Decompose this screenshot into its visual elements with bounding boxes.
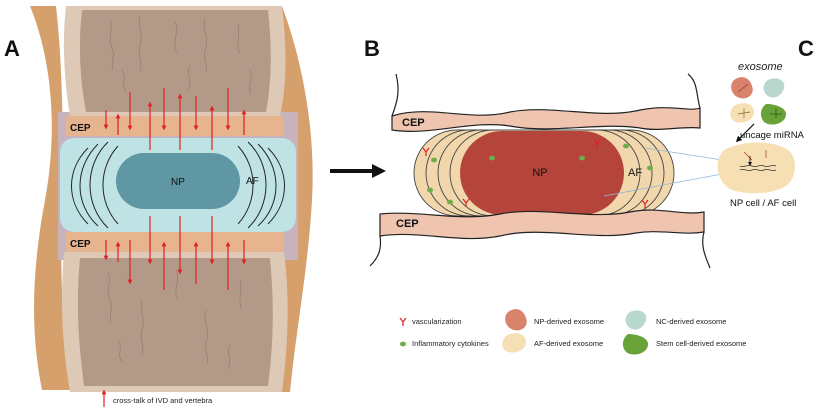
upper-vertebra (63, 6, 286, 116)
legend: vascularization Inflammatory cytokines N… (399, 309, 746, 355)
legend-item-af-exosome: AF-derived exosome (502, 333, 603, 353)
nucleus-pulposus-b (460, 131, 624, 215)
stem-exosome-legend-icon (622, 334, 648, 355)
nc-exosome-legend-icon (625, 310, 647, 330)
legend-item-inflammatory: Inflammatory cytokines (400, 339, 489, 348)
cortical-bone-left (30, 6, 70, 390)
af-exosome-legend-icon (502, 333, 526, 353)
crosstalk-arrows-top (103, 88, 247, 150)
panel-letter-c: C (798, 36, 814, 61)
transition-arrow (330, 164, 386, 178)
cep-top-label-a: CEP (70, 123, 91, 134)
lower-cep (66, 232, 284, 252)
upper-cep-band-b (391, 107, 701, 132)
cytokine-dots (427, 143, 653, 205)
cytokine-icon (400, 341, 406, 347)
af-lamellae-right (237, 141, 285, 229)
panel-c: C exosome uncage miRNA NP (717, 36, 814, 209)
legend-inflammatory: Inflammatory cytokines (412, 339, 489, 348)
panel-letter-a: A (4, 36, 20, 61)
lower-cep-band-b (379, 209, 705, 240)
mirna-strands (739, 150, 777, 171)
crosstalk-legend-text: cross-talk of IVD and vertebra (113, 396, 213, 405)
cep-top-label-b: CEP (402, 117, 425, 129)
panel-b: B CEP NP AF (364, 36, 723, 269)
af-label-a: AF (246, 176, 259, 187)
stem-exosome-icon (760, 104, 786, 125)
cell-label: NP cell / AF cell (730, 198, 796, 209)
nc-exosome-icon (763, 78, 785, 98)
legend-item-np-exosome: NP-derived exosome (505, 309, 604, 331)
legend-item-vascularization: vascularization (399, 317, 462, 326)
upper-cep (66, 116, 284, 136)
target-cell (717, 142, 795, 194)
legend-vascularization: vascularization (412, 317, 462, 326)
uncage-label: uncage miRNA (740, 130, 805, 141)
crosstalk-arrows-bottom (103, 216, 247, 290)
af-exosome-icon (730, 103, 754, 123)
legend-nc-exosome: NC-derived exosome (656, 317, 726, 326)
cep-bottom-label-b: CEP (396, 218, 419, 230)
np-label-b: NP (532, 167, 547, 179)
np-exosome-legend-icon (505, 309, 527, 331)
uncage-arrow (735, 123, 755, 143)
vascularization-icon (399, 317, 407, 326)
lower-vertebra (62, 252, 288, 392)
legend-item-nc-exosome: NC-derived exosome (625, 310, 726, 330)
panel-a: A CEP (4, 6, 313, 407)
np-label-a: NP (171, 177, 185, 188)
legend-af-exosome: AF-derived exosome (534, 339, 603, 348)
af-lamellae-left (71, 141, 119, 229)
nucleus-pulposus-a (116, 153, 240, 209)
cep-bottom-label-a: CEP (70, 239, 91, 250)
legend-stem-exosome: Stem cell-derived exosome (656, 339, 746, 348)
legend-item-stem-exosome: Stem cell-derived exosome (622, 334, 746, 355)
panel-letter-b: B (364, 36, 380, 61)
exosome-title: exosome (738, 61, 783, 73)
np-exosome-icon (731, 77, 753, 99)
legend-np-exosome: NP-derived exosome (534, 317, 604, 326)
af-label-b: AF (628, 167, 642, 179)
vascularization-marks (422, 139, 649, 208)
